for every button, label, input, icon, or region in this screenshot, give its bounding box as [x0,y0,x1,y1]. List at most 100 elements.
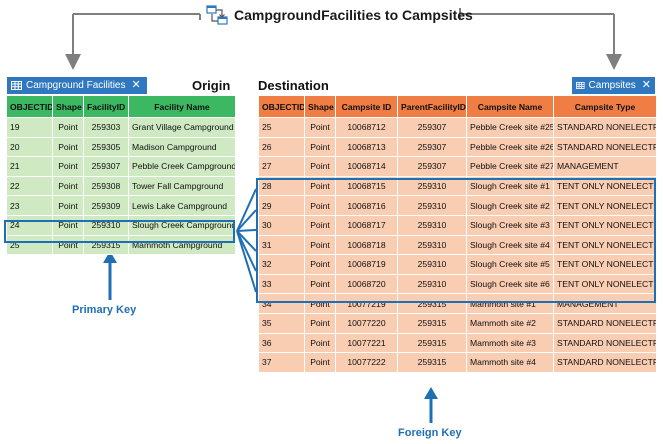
tab-campsites[interactable]: Campsites ✕ [572,77,655,94]
table-cell[interactable]: 33 [258,273,305,295]
table-cell[interactable]: 10068714 [335,156,398,177]
table-cell[interactable]: Point [52,195,84,216]
column-header[interactable]: Shape [52,95,84,118]
table-cell[interactable]: 259310 [397,175,467,197]
table-cell[interactable]: TENT ONLY NONELECTRIC [553,214,657,236]
table-cell[interactable]: 259315 [397,293,467,314]
table-cell[interactable]: 259307 [397,117,467,138]
table-cell[interactable]: Slough Creek site #4 [466,234,554,256]
table-cell[interactable]: 10077222 [335,352,398,373]
table-cell[interactable]: 25 [6,234,53,256]
table-cell[interactable]: 29 [258,195,305,216]
table-cell[interactable]: 32 [258,254,305,275]
table-cell[interactable]: 35 [258,312,305,334]
table-cell[interactable]: Slough Creek site #2 [466,195,554,216]
table-cell[interactable]: Point [304,195,336,216]
table-cell[interactable]: Tower Fall Campground [128,175,236,197]
table-cell[interactable]: STANDARD NONELECTRIC [553,136,657,158]
table-cell[interactable]: 10068718 [335,234,398,256]
table-cell[interactable]: 10077219 [335,293,398,314]
table-cell[interactable]: Pebble Creek site #27 [466,156,554,177]
table-cell[interactable]: Point [52,175,84,197]
column-header[interactable]: ParentFacilityID [397,95,467,118]
table-cell[interactable]: 10068717 [335,214,398,236]
table-cell[interactable]: Point [304,332,336,354]
table-cell[interactable]: 259310 [397,273,467,295]
table-cell[interactable]: 10068716 [335,195,398,216]
table-cell[interactable]: 22 [6,175,53,197]
table-cell[interactable]: MANAGEMENT [553,156,657,177]
table-cell[interactable]: Point [52,156,84,177]
table-cell[interactable]: Slough Creek site #1 [466,175,554,197]
table-cell[interactable]: 10068719 [335,254,398,275]
table-cell[interactable]: 28 [258,175,305,197]
table-cell[interactable]: 30 [258,214,305,236]
table-cell[interactable]: Pebble Creek Campground [128,156,236,177]
table-cell[interactable]: Point [304,214,336,236]
table-cell[interactable]: 27 [258,156,305,177]
column-header[interactable]: Shape [304,95,336,118]
table-cell[interactable]: Point [304,293,336,314]
table-cell[interactable]: 10068720 [335,273,398,295]
table-cell[interactable]: 20 [6,136,53,158]
table-cell[interactable]: Mammoth Campground [128,234,236,256]
table-cell[interactable]: TENT ONLY NONELECTRIC [553,234,657,256]
table-cell[interactable]: 259305 [83,136,129,158]
column-header[interactable]: OBJECTID [258,95,305,118]
column-header[interactable]: Campsite Name [466,95,554,118]
table-cell[interactable]: Point [52,136,84,158]
tab-campground-facilities[interactable]: Campground Facilities ✕ [7,77,147,94]
table-cell[interactable]: Point [52,117,84,138]
close-icon[interactable]: ✕ [641,79,651,91]
table-cell[interactable]: Pebble Creek site #25 [466,117,554,138]
table-cell[interactable]: Grant Village Campground [128,117,236,138]
table-cell[interactable]: Point [304,352,336,373]
table-cell[interactable]: 31 [258,234,305,256]
column-header[interactable]: FacilityID [83,95,129,118]
table-cell[interactable]: Point [52,234,84,256]
table-cell[interactable]: 259315 [397,332,467,354]
table-cell[interactable]: 259309 [83,195,129,216]
table-cell[interactable]: 10077220 [335,312,398,334]
column-header[interactable]: Campsite Type [553,95,657,118]
table-cell[interactable]: Point [304,273,336,295]
table-cell[interactable]: Point [304,136,336,158]
table-cell[interactable]: STANDARD NONELECTRIC [553,117,657,138]
table-cell[interactable]: 23 [6,195,53,216]
table-cell[interactable]: 259315 [83,234,129,256]
column-header[interactable]: Facility Name [128,95,236,118]
table-cell[interactable]: 259303 [83,117,129,138]
table-cell[interactable]: MANAGEMENT [553,293,657,314]
table-cell[interactable]: 24 [6,214,53,236]
table-cell[interactable]: Pebble Creek site #26 [466,136,554,158]
table-cell[interactable]: 10068715 [335,175,398,197]
table-cell[interactable]: Mammoth site #4 [466,352,554,373]
table-cell[interactable]: 259307 [397,156,467,177]
table-cell[interactable]: 25 [258,117,305,138]
table-cell[interactable]: 259310 [397,195,467,216]
table-cell[interactable]: 34 [258,293,305,314]
table-cell[interactable]: TENT ONLY NONELECTRIC [553,273,657,295]
table-cell[interactable]: 259310 [83,214,129,236]
table-cell[interactable]: Slough Creek Campground [128,214,236,236]
table-cell[interactable]: STANDARD NONELECTRIC [553,352,657,373]
table-cell[interactable]: Mammoth site #1 [466,293,554,314]
table-cell[interactable]: 10077221 [335,332,398,354]
table-cell[interactable]: Point [304,312,336,334]
table-cell[interactable]: 259315 [397,352,467,373]
table-cell[interactable]: STANDARD NONELECTRIC [553,332,657,354]
